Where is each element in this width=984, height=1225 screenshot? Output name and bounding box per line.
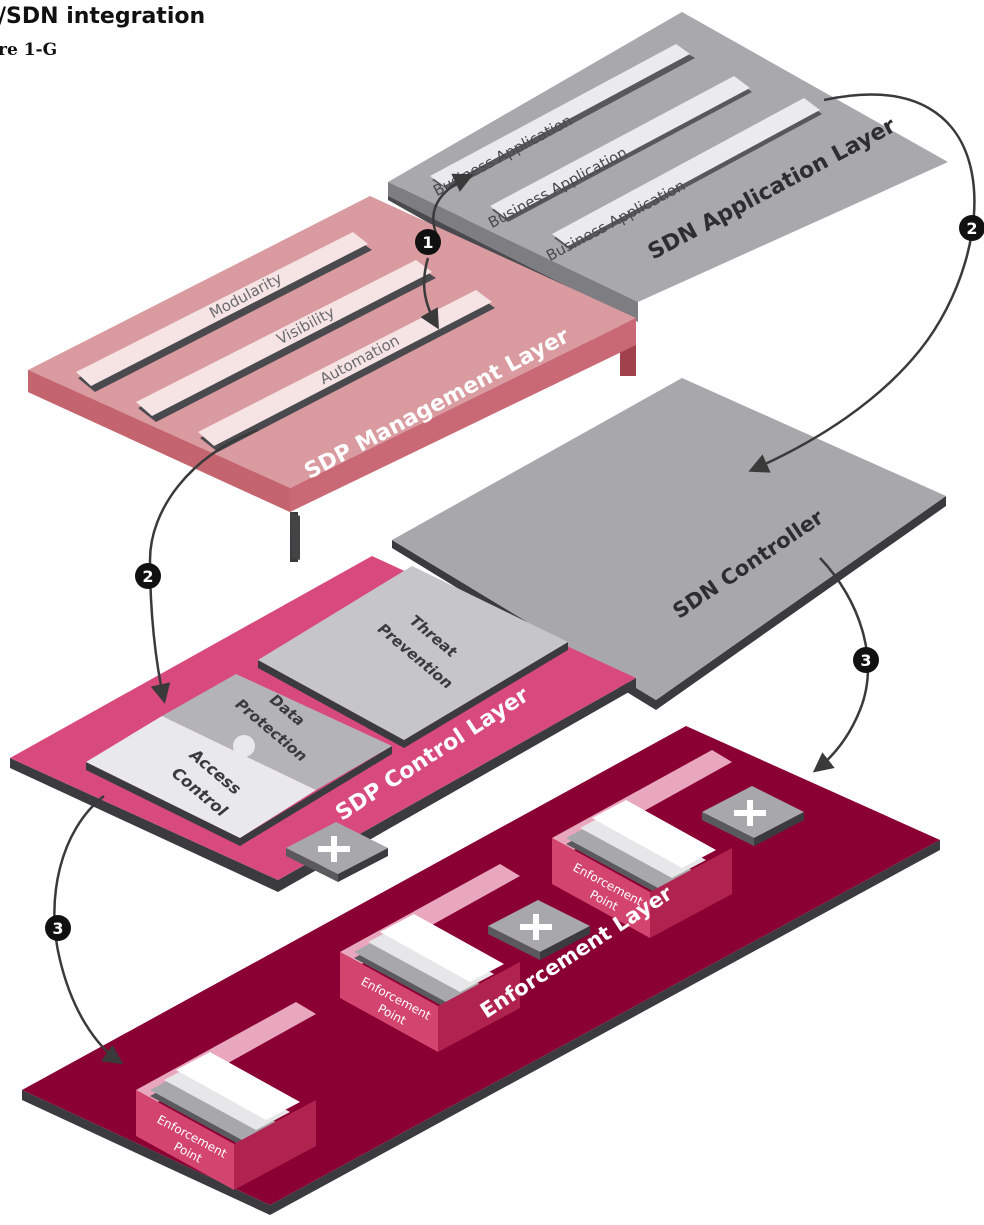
page-title: /SDN integration (0, 4, 206, 29)
sdp-control-layer: Threat Prevention Data Protection Access… (10, 556, 636, 892)
arrow-management-to-control (148, 428, 259, 704)
step-badge-label: 3 (52, 919, 63, 938)
step-badge-label: 2 (966, 219, 977, 238)
flow-arrows (53, 93, 976, 1065)
figure-caption: re 1-G (0, 40, 58, 60)
sdp-control-layer-edge (10, 678, 636, 892)
data-protection-block (162, 674, 392, 790)
step-badge-label: 3 (860, 651, 871, 670)
arrow-management-to-application (432, 173, 474, 239)
enforcement-point: Enforcement Point (552, 750, 732, 938)
sdn-application-layer-edge (388, 182, 638, 322)
plus-icon (702, 786, 804, 846)
enforcement-layer: Enforcement Point Enforcement Point (22, 726, 940, 1215)
sdn-application-layer: Business Application Business Applicatio… (388, 12, 948, 322)
access-control-block (86, 716, 316, 838)
threat-prevention-block-edge (258, 642, 568, 748)
step-badge-label: 2 (142, 567, 153, 586)
step-badge: 3 (853, 647, 879, 673)
step-badge: 3 (45, 915, 71, 941)
sdp-management-layer-slab (28, 196, 636, 488)
puzzle-connector (233, 735, 255, 757)
sdp-management-layer-leg-shadow (290, 512, 300, 560)
threat-prevention-block (258, 566, 568, 740)
arrow-application-to-management (420, 257, 439, 330)
step-badge: 2 (959, 215, 984, 241)
step-badge: 1 (415, 229, 441, 255)
arrow-controller-to-enforcement (812, 557, 870, 773)
step-badge: 2 (135, 563, 161, 589)
arrow-control-to-enforcement (53, 795, 124, 1065)
sdp-management-layer-left-face (28, 370, 290, 512)
sdp-management-layer-front (28, 318, 636, 512)
plus-icon (488, 900, 590, 960)
step-badge-label: 1 (422, 233, 433, 252)
sdn-controller: SDN Controller (392, 378, 946, 710)
plus-icon (286, 822, 388, 882)
sdn-application-layer-slab (388, 12, 948, 302)
sdn-controller-slab (392, 378, 946, 700)
arrow-application-to-controller (748, 93, 976, 473)
enforcement-point: Enforcement Point (340, 864, 520, 1052)
access-control-block-edge (86, 746, 392, 846)
